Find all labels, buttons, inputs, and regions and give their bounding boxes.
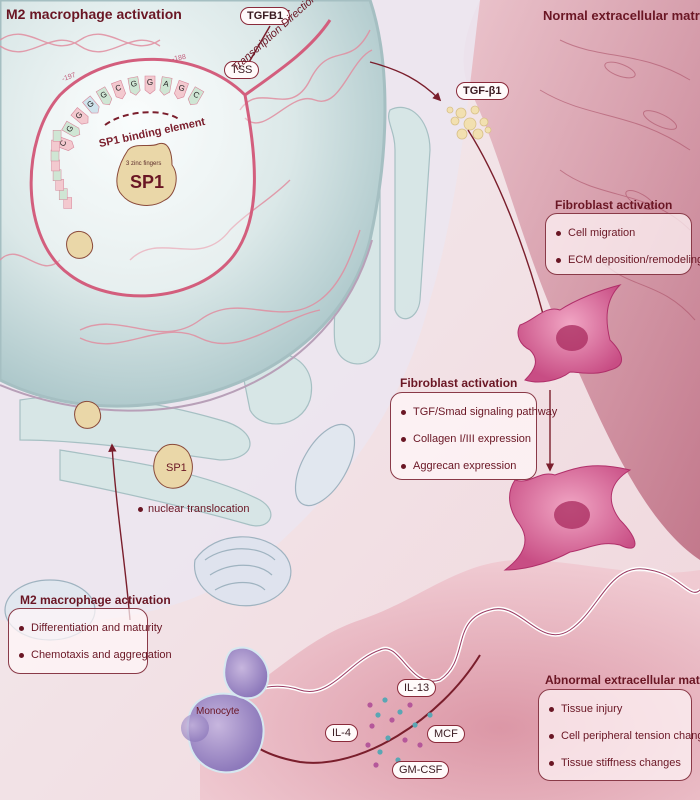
nucleotide-tile: G [70,107,89,125]
monocyte-cell-upper [223,646,270,700]
fibroblast-box-1: Cell migration ECM deposition/remodeling [545,213,700,275]
tgf-beta1-label: TGF-β1 [456,82,509,100]
nucleotide-base: C [191,90,201,101]
nucleotide-base: C [114,83,123,94]
monocyte-cell-edge [181,714,209,742]
nucleotide-base: G [99,89,109,100]
cytokine-dot [397,709,403,715]
nucleotide-base: C [58,139,69,148]
cytokine-gmcsf: GM-CSF [392,761,450,779]
nucleotide-tile: A [159,76,173,96]
normal-ecm-region [463,0,700,560]
ecm-box-item: Cell peripheral tension changes [549,723,700,750]
nucleotide-tile-blank [52,129,62,142]
cytokine-mcf: MCF [427,725,465,743]
nucleotide-base: G [74,110,85,121]
nucleotide-tile: C [111,79,126,100]
nucleotide-base: G [130,79,138,89]
nucleotide-tile: G [127,76,141,96]
nucleotide-tile: G [82,95,100,114]
bullet-icon [138,506,143,512]
tss-label: TSS [224,61,260,79]
tss-connector [247,25,271,65]
ecm-fibers [539,39,696,321]
ecm-box: Tissue injury Cell peripheral tension ch… [538,689,700,781]
monocyte-label: Monocyte [196,706,240,717]
arrow-monocyte-to-nucleus [108,443,131,621]
nucleotide-base: G [85,99,96,110]
fibroblast-box-2-title: Fibroblast activation [400,376,518,390]
cytokine-dot [385,735,391,741]
fibroblast-box-1-item: ECM deposition/remodeling [556,247,700,274]
normal-ecm-title: Normal extracellular matrix [543,8,700,23]
nucleotide-base: A [163,79,170,89]
nuclear-translocation-label: nuclear translocation [138,503,250,515]
nucleotide-tile-blank [55,179,64,191]
fibroblast-box-2-item: TGF/Smad signaling pathway [401,399,557,426]
nucleotide-tile-blank [51,159,60,172]
nucleotide-tile-blank [50,149,60,162]
fibroblast-box-1-title: Fibroblast activation [555,198,673,212]
m2-box: Differentiation and maturity Chemotaxis … [8,608,172,674]
cytokine-dot [389,717,395,723]
cytokine-dot [427,712,433,718]
nucleotide-base: G [64,124,75,134]
fibroblast-box-1-item: Cell migration [556,220,681,247]
ecm-box-item: Tissue injury [549,696,681,723]
cytokine-dot [373,762,379,768]
fibroblast-box-2-item: Collagen I/III expression [401,426,531,453]
nucleotide-tile: C [187,86,205,106]
cytokine-dot [369,723,375,729]
arrow-tgf-to-fibroblast [467,129,550,332]
dna-strands [0,29,373,345]
cytokine-dot [367,702,373,708]
sp1-binding-element-arc [104,111,181,126]
cytokine-dot [377,749,383,755]
ecm-box-item: Tissue stiffness changes [549,750,681,777]
cytokine-dot [375,712,381,718]
cytokine-particles [365,697,433,768]
cytokine-dot [412,722,418,728]
nucleotide-tile-blank [52,169,62,182]
nucleotide-tile: G [144,75,156,95]
sp1-protein-large [116,142,177,206]
cytokine-dot [417,742,423,748]
m2-box-item: Chemotaxis and aggregation [19,642,172,669]
nucleus [0,0,387,408]
sp1-protein-small [66,231,94,259]
nucleotide-tile: G [174,79,189,100]
m2-box-title: M2 macrophage activation [20,593,171,607]
nucleotide-tile: G [61,120,81,138]
tgf-beta1-vesicles [446,105,492,140]
cytokine-il4: IL-4 [325,724,358,742]
fibroblast-box-2-item: Aggrecan expression [401,453,526,480]
ecm-box-title: Abnormal extracellular matrix [545,673,700,687]
cytokine-il13: IL-13 [397,679,437,697]
zinc-fingers-label: 3 zinc fingers [126,161,162,167]
page-title-m2-macrophage: M2 macrophage activation [6,6,182,22]
nucleotide-base: G [147,78,153,87]
cytokine-dot [402,737,408,743]
cytokine-dot [365,742,371,748]
nucleotide-tile: G [95,86,113,106]
arrow-to-tgf-beta1 [369,61,442,102]
m2-box-item: Differentiation and maturity [19,615,162,642]
sp1-protein-pore [74,401,102,429]
nucleotide-tile-blank [63,197,72,209]
cytokine-dot [382,697,388,703]
sp1-protein-cytoplasm [153,443,193,489]
tgfb1-gene-label: TGFB1 [240,7,291,25]
cytokine-dot [407,702,413,708]
nucleotide-base: G [177,83,186,94]
nucleotide-tile-blank [51,139,60,152]
sp1-cytoplasm-label: SP1 [166,462,187,474]
sp1-label-large: SP1 [130,172,165,192]
fibroblast-box-2: TGF/Smad signaling pathway Collagen I/II… [390,392,557,480]
